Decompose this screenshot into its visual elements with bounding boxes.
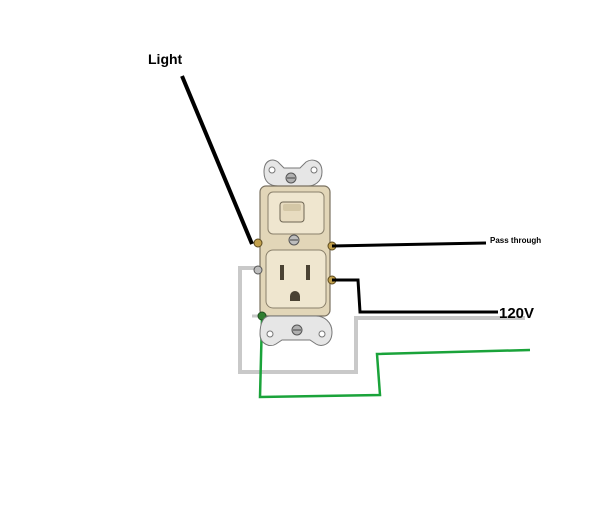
- light-label: Light: [148, 51, 183, 67]
- light-terminal-screw: [253, 238, 263, 248]
- outlet-ground-hole: [290, 291, 300, 301]
- pass-through-label: Pass through: [490, 236, 541, 245]
- ground-wire: [258, 317, 531, 399]
- line-hot-wire: [332, 278, 498, 314]
- bottom-strap-hole-right: [318, 330, 326, 338]
- strap-hole-left: [268, 166, 276, 174]
- strap-hole-right: [310, 166, 318, 174]
- neutral-terminal-screw: [253, 265, 263, 275]
- pass-through-wire: [331, 241, 487, 248]
- light-wire: [180, 75, 254, 245]
- outlet-slot-right: [306, 265, 310, 280]
- outlet-slot-left: [280, 265, 284, 280]
- bottom-strap-hole-left: [266, 330, 274, 338]
- voltage-label: 120V: [499, 305, 534, 322]
- outlet-face: [265, 249, 327, 309]
- switch-outlet-device: [253, 159, 337, 347]
